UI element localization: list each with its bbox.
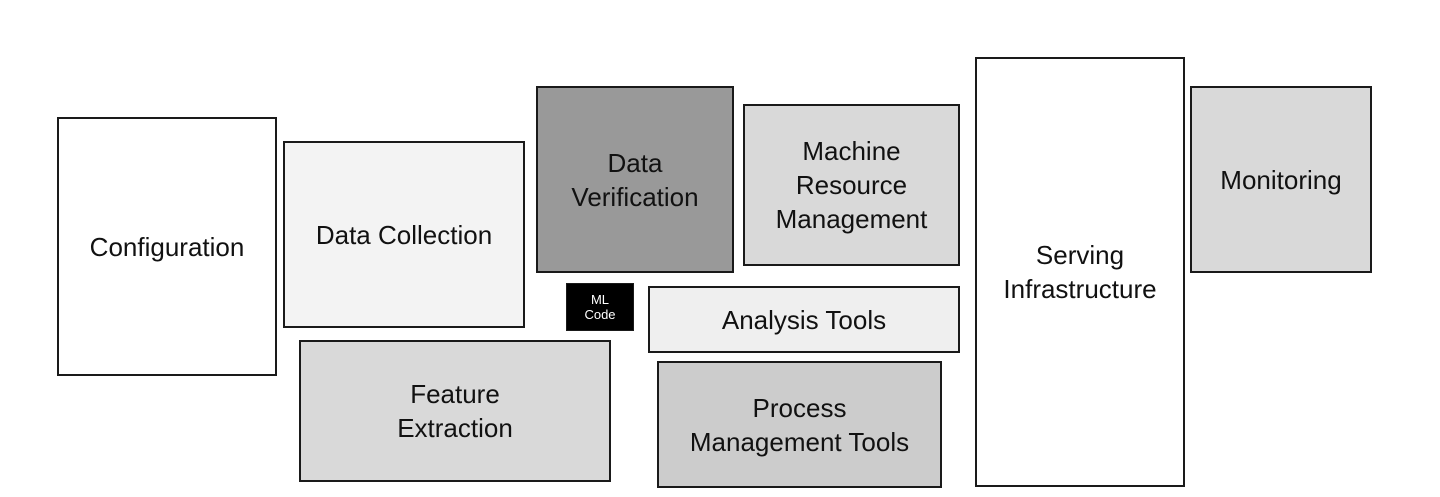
ml-code-box: ML Code	[566, 283, 634, 331]
feature-extraction-box: Feature Extraction	[299, 340, 611, 482]
data-verification-box: Data Verification	[536, 86, 734, 273]
serving-infrastructure-box: Serving Infrastructure	[975, 57, 1185, 487]
configuration-box: Configuration	[57, 117, 277, 376]
analysis-tools-box: Analysis Tools	[648, 286, 960, 353]
process-management-tools-box: Process Management Tools	[657, 361, 942, 488]
monitoring-box: Monitoring	[1190, 86, 1372, 273]
data-collection-box: Data Collection	[283, 141, 525, 328]
machine-resource-management-box: Machine Resource Management	[743, 104, 960, 266]
